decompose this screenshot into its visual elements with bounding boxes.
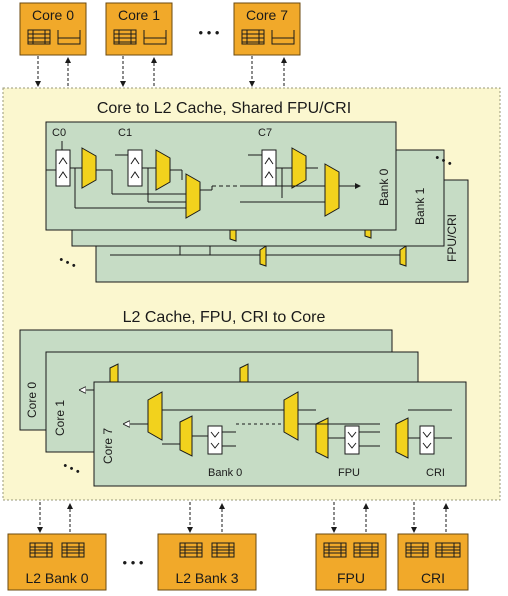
l2-bank-0-box: L2 Bank 0	[7, 533, 107, 591]
core-7-plane: Core 7	[93, 381, 467, 487]
top-section-title: Core to L2 Cache, Shared FPU/CRI	[97, 100, 351, 117]
core-links	[35, 56, 287, 87]
source-cri-label: CRI	[426, 467, 445, 479]
fpu-cri-plane-label: FPU/CRI	[445, 214, 459, 262]
l2-bank-3-box: L2 Bank 3	[157, 533, 257, 591]
queue-icon	[241, 29, 295, 45]
bottom-ellipsis: • • •	[123, 555, 144, 570]
top-ellipsis: • • •	[199, 25, 220, 40]
queue-icon	[323, 542, 379, 558]
cri-box: CRI	[397, 533, 469, 591]
fpu-box: FPU	[315, 533, 387, 591]
core-7-datapath	[124, 391, 452, 459]
queue-icon	[27, 29, 81, 45]
bank-0-plane: Bank 0 C0 C1 C7	[45, 121, 454, 272]
core-0-box: Core 0	[19, 2, 87, 56]
l2-bank-3-label: L2 Bank 3	[175, 570, 238, 586]
c7-path	[148, 147, 361, 217]
fpu-label: FPU	[337, 570, 365, 586]
c1-label: C1	[118, 127, 132, 139]
core-1-label: Core 1	[118, 7, 160, 23]
l2-bank-0-label: L2 Bank 0	[25, 570, 88, 586]
cri-label: CRI	[421, 570, 445, 586]
core-1-plane-label: Core 1	[53, 400, 67, 436]
bank-0-plane-label: Bank 0	[377, 168, 391, 206]
c0-label: C0	[52, 127, 66, 139]
core-7-box: Core 7	[233, 2, 301, 56]
core-7-label: Core 7	[246, 7, 288, 23]
queue-icon	[179, 542, 235, 558]
source-bank-0-label: Bank 0	[208, 467, 242, 479]
queue-icon	[29, 542, 85, 558]
core-0-label: Core 0	[32, 7, 74, 23]
core-0-plane-label: Core 0	[25, 382, 39, 418]
bottom-section-title: L2 Cache, FPU, CRI to Core	[123, 309, 326, 326]
queue-icon	[405, 542, 461, 558]
unit-links	[37, 502, 449, 533]
queue-icon	[113, 29, 167, 45]
core-7-plane-label: Core 7	[101, 428, 115, 464]
source-fpu-label: FPU	[338, 467, 360, 479]
c0-path	[46, 141, 188, 209]
c1-path	[115, 149, 240, 219]
core-1-box: Core 1	[105, 2, 173, 56]
c7-label: C7	[258, 127, 272, 139]
bank-1-plane-label: Bank 1	[413, 187, 427, 225]
